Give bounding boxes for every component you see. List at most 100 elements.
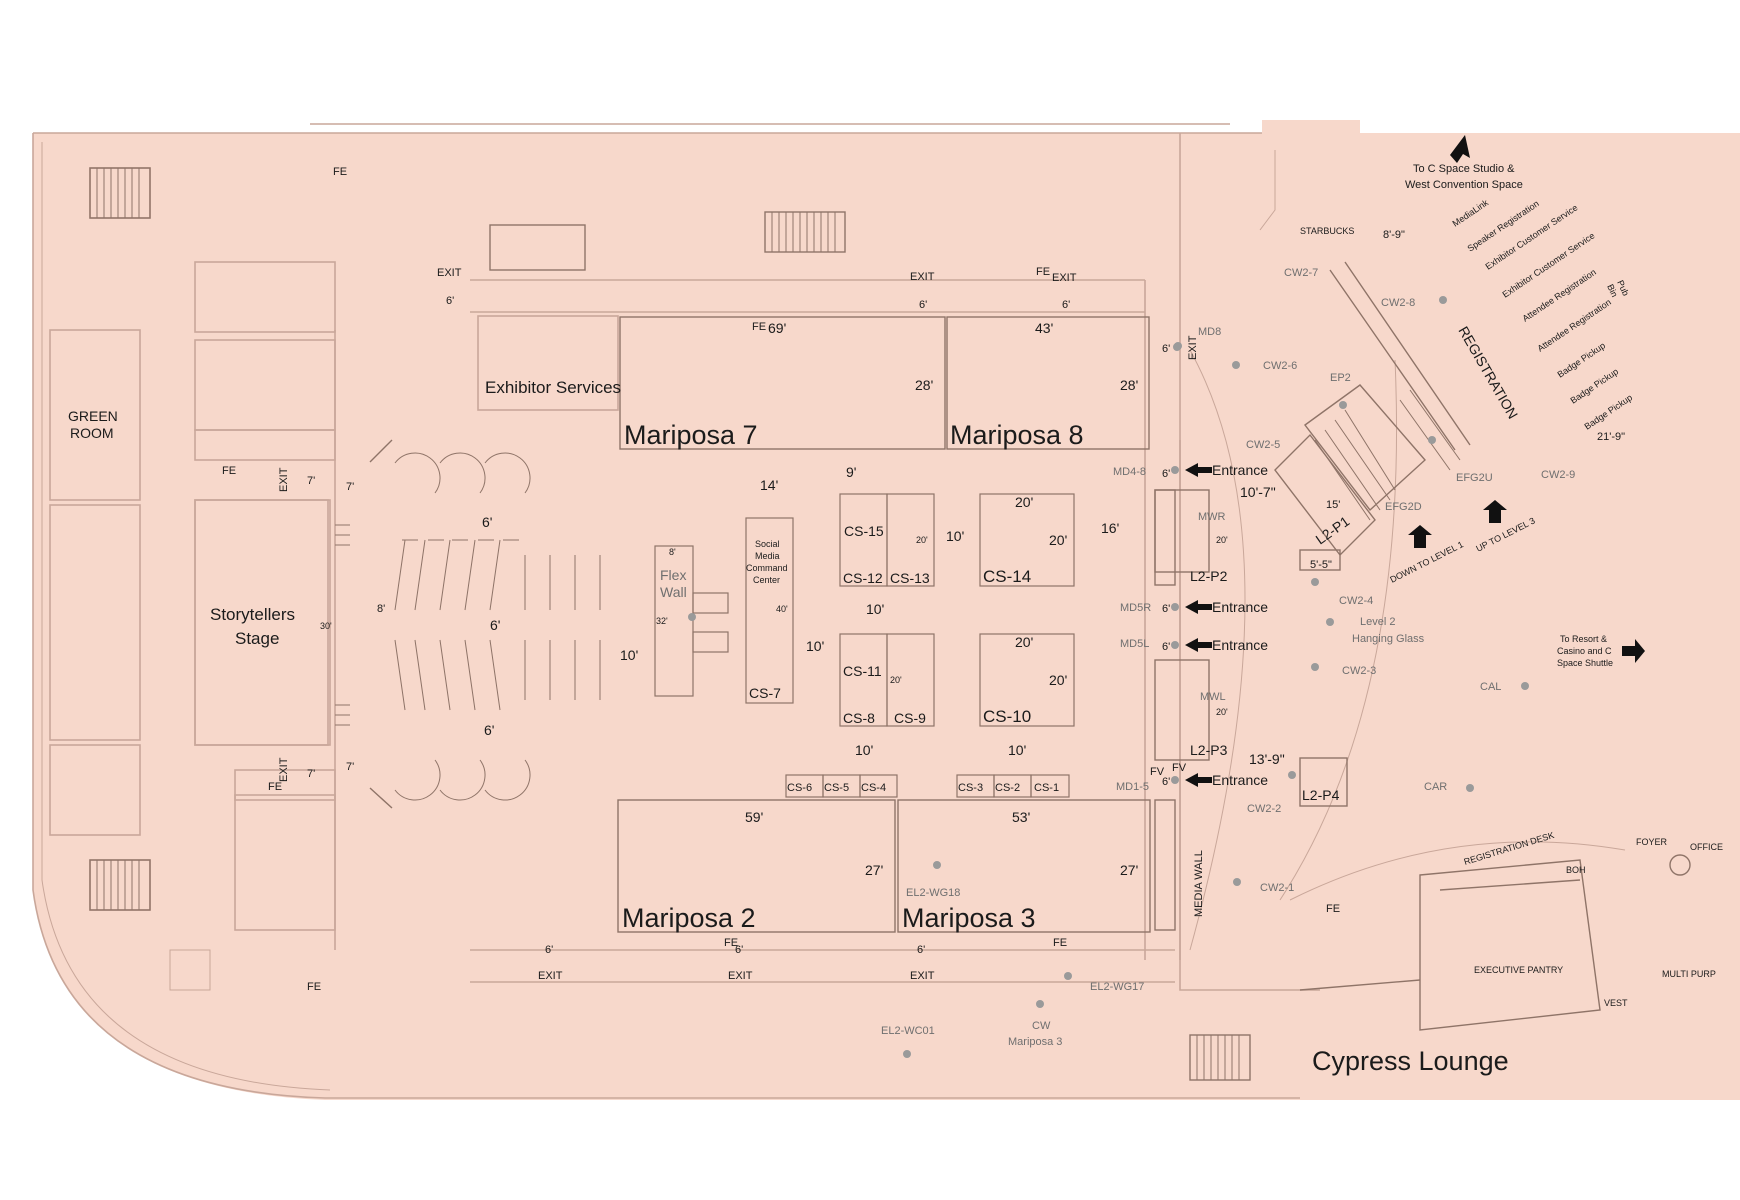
room-mariposa-7[interactable]: Mariposa 7: [624, 420, 758, 450]
room-labels: Mariposa 7 Mariposa 8 Mariposa 2 Maripos…: [68, 324, 1521, 1077]
booth-cs-10[interactable]: CS-10: [983, 707, 1031, 726]
room-mariposa-8[interactable]: Mariposa 8: [950, 420, 1084, 450]
corridors: [334, 279, 1181, 983]
dim-30: 30': [320, 621, 332, 631]
booth-l2-p3[interactable]: L2-P3: [1190, 742, 1228, 758]
room-mariposa-3[interactable]: Mariposa 3: [902, 903, 1036, 933]
exit-sign-5: EXIT: [728, 970, 753, 982]
booth-mwl: MWL: [1200, 691, 1226, 703]
dim-entrance-2: 6': [1162, 603, 1170, 615]
label-md8: MD8: [1198, 326, 1221, 338]
dim-10-7: 10'-7": [1240, 484, 1276, 500]
label-to-c-space[interactable]: To C Space Studio &: [1413, 163, 1515, 175]
entrance-3[interactable]: Entrance: [1212, 637, 1268, 653]
booth-cs-2[interactable]: CS-2: [995, 782, 1020, 794]
dim-exit-6: 6': [917, 944, 925, 956]
booth-l2-p2[interactable]: L2-P2: [1190, 568, 1228, 584]
dim-21-9: 21'-9": [1597, 431, 1625, 443]
dim-exit-3: 6': [1062, 299, 1070, 311]
room-cypress-lounge[interactable]: Cypress Lounge: [1312, 1046, 1509, 1076]
label-car: CAR: [1424, 781, 1447, 793]
room-exhibitor-services[interactable]: Exhibitor Services: [485, 378, 621, 397]
floor-area: [33, 120, 1740, 1100]
dim-32: 32': [656, 616, 668, 626]
fe-label-1: FE: [333, 166, 347, 178]
dim-entrance-4: 6': [1162, 776, 1170, 788]
exit-sign-4: EXIT: [538, 970, 563, 982]
room-mariposa-2[interactable]: Mariposa 2: [622, 903, 756, 933]
dim-9: 9': [846, 464, 856, 480]
dim-exit-5: 6': [735, 944, 743, 956]
label-cw2-1: CW2-1: [1260, 882, 1294, 894]
location-labels: MD8 MD4-8 MD5R MD5L MD1-5 CW2-7 CW2-8 CW…: [881, 163, 1723, 1048]
dim-mwl: 20': [1216, 707, 1228, 717]
booth-cs-15[interactable]: CS-15: [844, 523, 884, 539]
booth-cs-7[interactable]: CS-7: [749, 685, 781, 701]
lounge-area: [1299, 854, 1691, 1031]
booth-cs-4[interactable]: CS-4: [861, 782, 886, 794]
booth-cs-14[interactable]: CS-14: [983, 567, 1031, 586]
signage-labels: EXIT EXIT EXIT EXIT EXIT EXIT EXIT EXIT …: [222, 166, 1340, 993]
dim-cs14-height: 20': [1049, 532, 1067, 548]
label-cal: CAL: [1480, 681, 1501, 693]
label-cw-mariposa3: Mariposa 3: [1008, 1036, 1062, 1048]
booth-cs-12[interactable]: CS-12: [843, 570, 883, 586]
dim-6-a: 6': [482, 514, 492, 530]
label-flex-wall: Flex: [660, 567, 686, 583]
dim-7-a: 7': [307, 475, 315, 487]
dim-10-b: 10': [866, 601, 884, 617]
dim-10-e: 10': [855, 742, 873, 758]
dim-mariposa2-width: 59': [745, 809, 763, 825]
fe-label-5: FE: [268, 781, 282, 793]
fe-label-9: FE: [1326, 903, 1340, 915]
label-boh: BOH: [1566, 865, 1586, 875]
dim-5-5: 5'-5": [1310, 559, 1332, 571]
label-office: OFFICE: [1690, 842, 1723, 852]
label-cw: CW: [1032, 1020, 1051, 1032]
dim-mariposa2-height: 27': [865, 862, 883, 878]
label-el2-wg17: EL2-WG17: [1090, 981, 1144, 993]
room-green-room[interactable]: GREEN: [68, 408, 118, 424]
arrow-left-icon: [1185, 773, 1212, 787]
dim-mwr: 20': [1216, 535, 1228, 545]
dim-mariposa8-width: 43': [1035, 320, 1053, 336]
entrance-2[interactable]: Entrance: [1212, 599, 1268, 615]
label-multi-purp: MULTI PURP: [1662, 969, 1716, 979]
room-storytellers-stage[interactable]: Storytellers: [210, 605, 295, 624]
fv-label-1: FV: [1150, 766, 1165, 778]
dim-10-c: 10': [806, 638, 824, 654]
dim-entrance-3: 6': [1162, 641, 1170, 653]
booths: [654, 493, 1075, 798]
dim-cs10-width: 20': [1015, 634, 1033, 650]
fe-label-7: FE: [724, 937, 738, 949]
building-walls: [32, 123, 1626, 1099]
label-to-resort[interactable]: To Resort &: [1560, 634, 1607, 644]
dim-6-b: 6': [490, 617, 500, 633]
label-social-media-3: Command: [746, 563, 788, 573]
booth-l2-p4[interactable]: L2-P4: [1302, 787, 1340, 803]
booth-cs-3[interactable]: CS-3: [958, 782, 983, 794]
booth-cs-11[interactable]: CS-11: [843, 663, 882, 679]
fe-label-3: FE: [1036, 266, 1050, 278]
booth-cs-13[interactable]: CS-13: [890, 570, 930, 586]
label-executive-pantry: EXECUTIVE PANTRY: [1474, 965, 1563, 975]
arrows: [1185, 135, 1645, 787]
room-storytellers-stage-2: Stage: [235, 629, 279, 648]
dim-7-b: 7': [346, 481, 354, 493]
dim-exit-2: 6': [919, 299, 927, 311]
label-casino: Casino and C: [1557, 646, 1612, 656]
dim-40: 40': [776, 604, 788, 614]
exit-sign-3: EXIT: [1052, 272, 1077, 284]
fv-label-2: FV: [1172, 762, 1187, 774]
booth-cs-1[interactable]: CS-1: [1034, 782, 1059, 794]
booth-cs-8[interactable]: CS-8: [843, 710, 875, 726]
entrance-1[interactable]: Entrance: [1212, 462, 1268, 478]
booth-cs-6[interactable]: CS-6: [787, 782, 812, 794]
booth-cs-9[interactable]: CS-9: [894, 710, 926, 726]
dim-cs15: 20': [916, 535, 928, 545]
dim-mariposa7-height: 28': [915, 377, 933, 393]
entrance-4[interactable]: Entrance: [1212, 772, 1268, 788]
booth-labels: CS-15 CS-12 CS-13 CS-14 CS-11 CS-8 CS-9 …: [749, 511, 1352, 803]
booth-cs-5[interactable]: CS-5: [824, 782, 849, 794]
label-media-wall: MEDIA WALL: [1193, 850, 1205, 917]
